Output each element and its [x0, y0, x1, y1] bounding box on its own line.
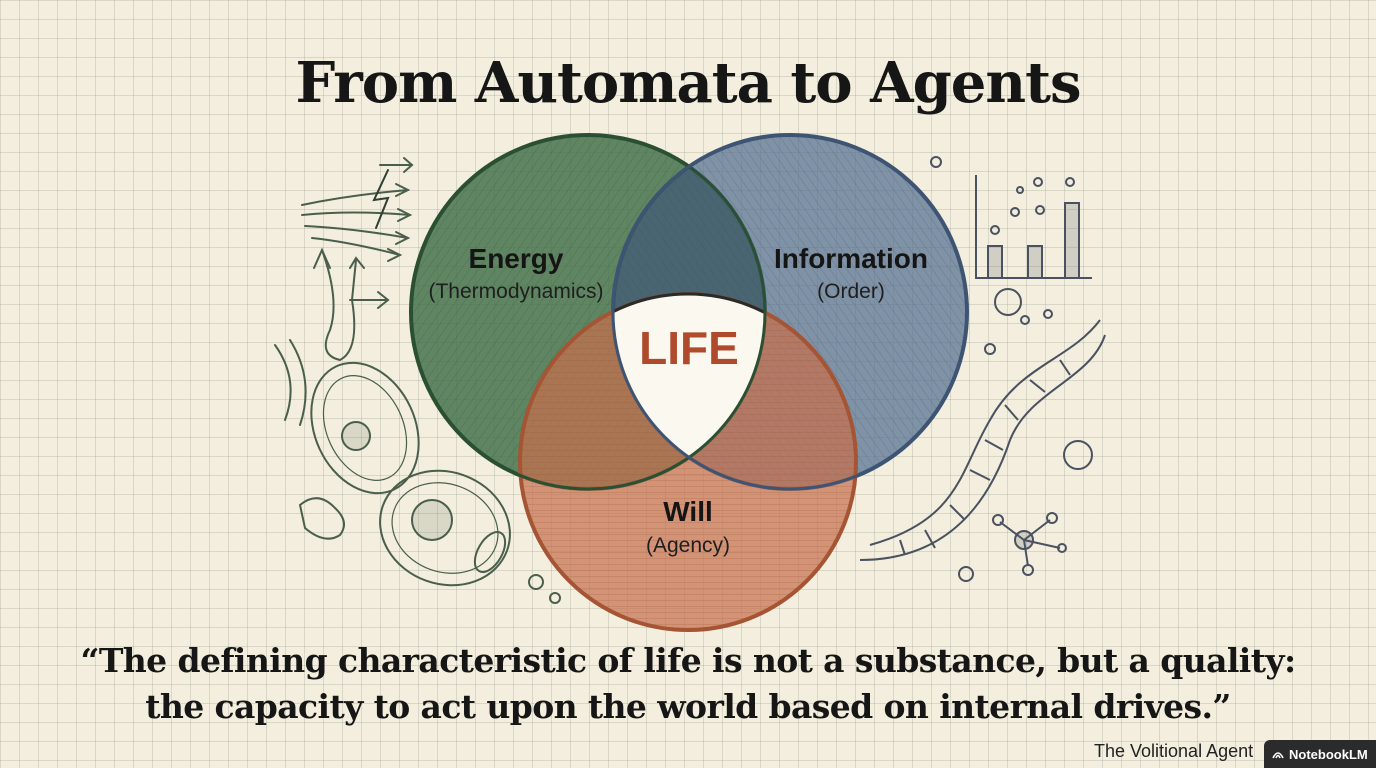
- quote-line-2: the capacity to act upon the world based…: [145, 687, 1231, 726]
- energy-sublabel: (Thermodynamics): [428, 280, 603, 303]
- life-label: LIFE: [639, 322, 739, 374]
- information-label: Information: [774, 243, 928, 274]
- energy-label: Energy: [469, 243, 564, 274]
- badge-label: NotebookLM: [1289, 746, 1368, 762]
- will-label: Will: [663, 496, 713, 527]
- energy-flow-sketch: [274, 157, 414, 426]
- notebooklm-icon: [1272, 752, 1284, 759]
- footer-title: The Volitional Agent: [1094, 741, 1254, 761]
- cell-sketch: [298, 361, 561, 604]
- information-sublabel: (Order): [817, 280, 885, 303]
- page-title: From Automata to Agents: [295, 50, 1081, 116]
- quote-line-1: “The defining characteristic of life is …: [80, 641, 1296, 680]
- quote: “The defining characteristic of life is …: [60, 638, 1316, 730]
- will-sublabel: (Agency): [646, 534, 730, 557]
- dna-helix-sketch: [859, 288, 1106, 582]
- circle-will: [518, 292, 858, 632]
- notebooklm-badge[interactable]: NotebookLM: [1264, 740, 1376, 768]
- bar-chart-sketch: [930, 156, 1092, 279]
